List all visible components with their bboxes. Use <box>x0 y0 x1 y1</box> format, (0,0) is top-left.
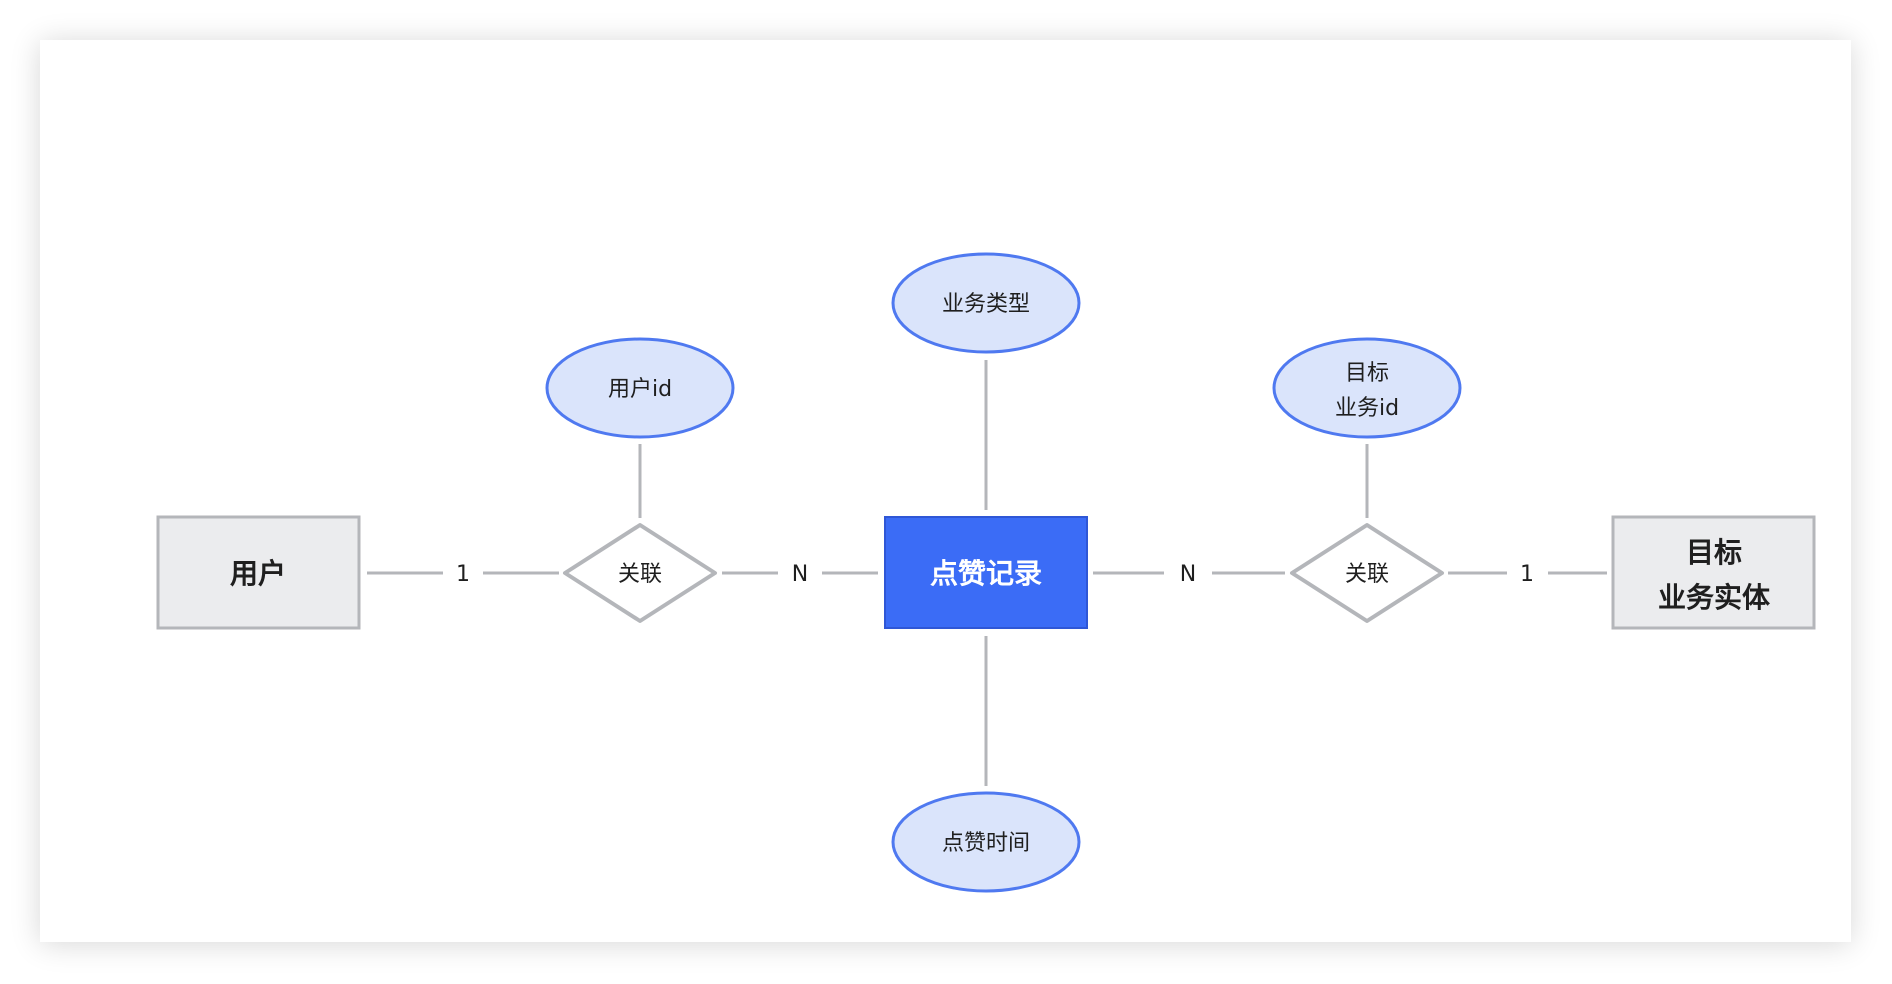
cardinality-target-side: 1 <box>1520 562 1534 587</box>
relationship-left: 关联 <box>563 523 717 623</box>
attribute-business-type: 业务类型 <box>891 252 1081 354</box>
attribute-user-id-label: 用户id <box>608 377 672 402</box>
entity-like-record-label: 点赞记录 <box>930 557 1042 590</box>
entity-user-label: 用户 <box>230 557 286 590</box>
entity-target-label-line2: 业务实体 <box>1658 581 1771 614</box>
attribute-target-id-label-line2: 业务id <box>1335 396 1399 421</box>
attribute-like-time: 点赞时间 <box>891 791 1081 893</box>
entity-target: 目标 业务实体 <box>1611 515 1816 630</box>
diagram-canvas <box>40 40 1851 942</box>
attribute-user-id: 用户id <box>545 337 735 439</box>
attribute-business-type-label: 业务类型 <box>942 292 1030 317</box>
attribute-target-id: 目标 业务id <box>1272 337 1462 439</box>
attribute-like-time-label: 点赞时间 <box>942 831 1030 856</box>
cardinality-record-right: N <box>1180 562 1196 587</box>
cardinality-user-side: 1 <box>456 562 470 587</box>
relationship-right: 关联 <box>1290 523 1444 623</box>
relationship-left-label: 关联 <box>618 562 662 587</box>
cardinality-record-left: N <box>792 562 808 587</box>
entity-target-label-line1: 目标 <box>1686 536 1742 569</box>
relationship-right-label: 关联 <box>1345 562 1389 587</box>
connectors <box>367 360 1607 786</box>
entity-like-record: 点赞记录 <box>884 516 1088 629</box>
attribute-target-id-label-line1: 目标 <box>1345 361 1389 386</box>
entity-user: 用户 <box>156 515 361 630</box>
